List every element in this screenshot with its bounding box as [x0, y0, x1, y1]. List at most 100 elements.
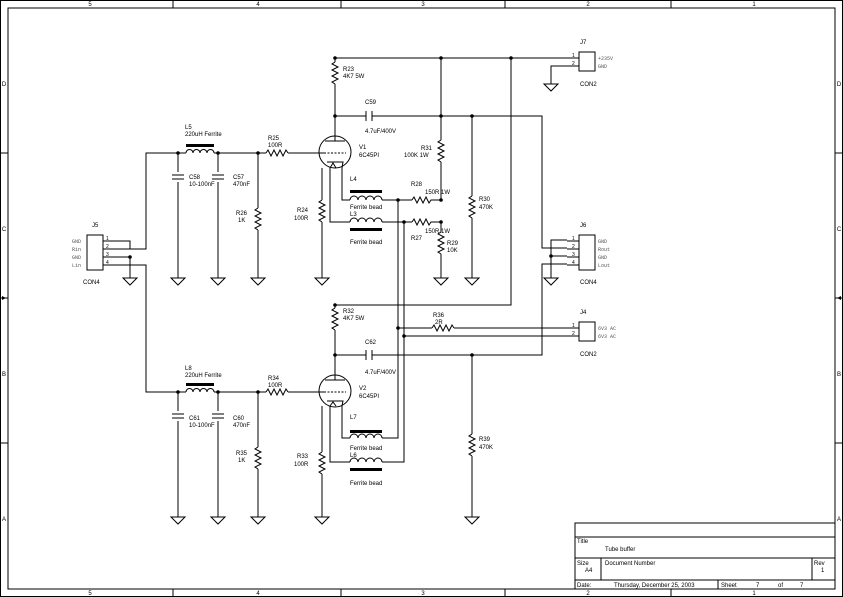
part-value: 150R 1W [425, 229, 450, 235]
part-value: Ferrite bead [350, 481, 382, 487]
rev-value: 1 [821, 568, 825, 574]
part-ref: C59 [365, 100, 377, 106]
part-ref: R32 [343, 309, 355, 315]
capacitor-c60-icon [212, 413, 224, 419]
net-label: GND [72, 255, 81, 261]
border-row-label: D [2, 82, 7, 88]
ground-icon [209, 516, 227, 525]
ground-icon [169, 277, 187, 286]
pin-number: 3 [106, 252, 109, 258]
part-ref: R24 [297, 208, 309, 214]
part-value: 470K [479, 205, 493, 211]
size-value: A4 [585, 568, 593, 574]
part-value: Ferrite bead [350, 240, 382, 246]
part-type: CON2 [580, 82, 597, 88]
ferrite-bead-l3-icon [349, 217, 383, 231]
border-column-label: 5 [88, 591, 92, 597]
border-row-label: C [837, 227, 842, 233]
pin-number: 2 [106, 244, 109, 250]
part-ref: R33 [297, 454, 309, 460]
part-ref: J6 [580, 223, 587, 229]
resistor-r24-icon [317, 199, 327, 223]
capacitor-c57-icon [212, 174, 224, 180]
border-row-label: C [2, 227, 7, 233]
part-ref: J4 [580, 310, 587, 316]
capacitor-c61-icon [172, 413, 184, 419]
part-value: 6C45PI [359, 153, 379, 159]
border-row-labels: D C B A D C B A [2, 82, 842, 523]
rev-label: Rev [814, 561, 825, 567]
border-row-label: D [837, 82, 842, 88]
document-number-label: Document Number [605, 561, 655, 567]
part-value: Ferrite bead [350, 446, 382, 452]
part-value: 4K7 5W [343, 316, 365, 322]
border-column-label: 2 [586, 591, 590, 597]
net-label: Lin [72, 263, 81, 269]
part-ref: V1 [359, 145, 367, 151]
part-ref: R29 [447, 241, 459, 247]
part-value: 220uH Ferrite [185, 373, 222, 379]
part-value: 100R [268, 383, 283, 389]
pin-number: 4 [572, 260, 575, 266]
title-label: Title [577, 539, 589, 545]
net-label: Rout [598, 247, 610, 253]
part-value: 10-100nF [189, 423, 215, 429]
part-value: 220uH Ferrite [185, 132, 222, 138]
part-ref: C61 [189, 416, 201, 422]
net-label: GND [598, 255, 607, 261]
of-label: of [778, 583, 783, 589]
part-ref: J5 [92, 223, 99, 229]
net-label: GND [72, 239, 81, 245]
connector-j6: J6 1 2 3 4 GND Rout GND Lout CON4 [567, 223, 610, 286]
part-ref: R34 [268, 376, 280, 382]
border-column-label: 3 [421, 2, 425, 8]
part-value: 10-100nF [189, 182, 215, 188]
part-value: 4K7 5W [343, 74, 365, 80]
part-ref: R35 [236, 451, 248, 457]
resistor-r25-icon [265, 148, 289, 158]
part-ref: L4 [350, 177, 357, 183]
ferrite-bead-l6-icon [349, 457, 383, 471]
ground-icon [542, 277, 560, 286]
part-ref: J7 [580, 40, 587, 46]
sheet-label: Sheet [721, 583, 737, 589]
part-value: 100R [294, 216, 309, 222]
part-ref: L6 [350, 453, 357, 459]
part-value: 100R [294, 462, 309, 468]
border-column-label: 1 [752, 2, 756, 8]
ground-symbols [121, 83, 560, 525]
pin-number: 2 [572, 244, 575, 250]
part-value: 100K 1W [404, 153, 429, 159]
part-ref: R27 [411, 236, 423, 242]
vacuum-tube-v1-icon [318, 135, 352, 169]
ground-icon [249, 516, 267, 525]
ground-icon [542, 83, 560, 92]
part-ref: R23 [343, 67, 355, 73]
part-ref: L7 [350, 415, 357, 421]
vacuum-tube-v2-icon [318, 374, 352, 408]
pin-number: 2 [572, 61, 575, 67]
ferrite-bead-l4-icon [349, 190, 383, 201]
net-label: 6V3 AC [598, 326, 616, 332]
border-column-label: 1 [752, 591, 756, 597]
net-label: Lout [598, 263, 610, 269]
resistor-r27-icon [411, 217, 432, 227]
resistor-r32-icon [330, 307, 340, 331]
part-ref: R26 [236, 211, 248, 217]
connector-j4: J4 1 2 6V3 AC 6V3 AC CON2 [567, 310, 616, 358]
net-label: Rin [72, 247, 81, 253]
ground-icon [169, 516, 187, 525]
ground-icon [121, 277, 139, 286]
sheet-number: 7 [756, 583, 760, 589]
component-labels-lower: R32 4K7 5W R36 2R C62 4.7uF/400V L8 220u… [185, 309, 493, 487]
border-row-label: A [2, 517, 6, 523]
ferrite-bead-l7-icon [349, 430, 383, 439]
ground-icon [313, 277, 331, 286]
pin-number: 1 [106, 236, 109, 242]
part-value: 470nF [233, 182, 250, 188]
resistor-r29-icon [436, 231, 446, 255]
inductor-l8-icon [185, 383, 215, 393]
part-value: 6C45PI [359, 394, 379, 400]
resistor-r23-icon [330, 61, 340, 85]
connector-j7: J7 1 2 +235V GND CON2 [567, 40, 613, 88]
